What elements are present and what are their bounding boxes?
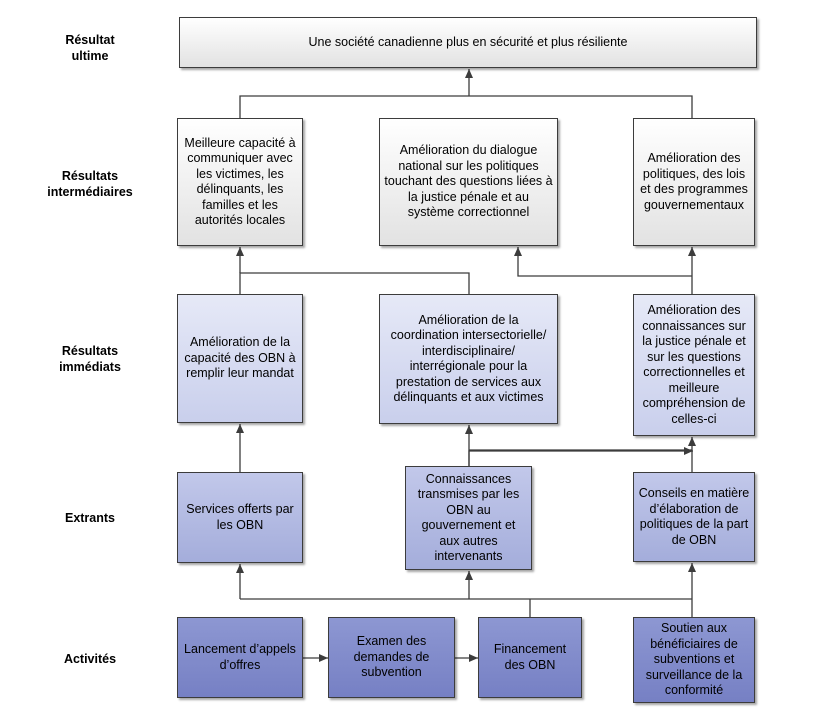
level-label-activities: Activités [63, 652, 117, 666]
box-intermediate-2: Amélioration du dialogue national sur le… [379, 118, 558, 246]
box-activity-2: Examen des demandes de subvention [328, 617, 455, 698]
box-immediate-3: Amélioration des connaissances sur la ju… [633, 294, 755, 436]
level-label-intermediate: Résultats intermédiaires [47, 169, 133, 199]
box-immediate-2: Amélioration de la coordination intersec… [379, 294, 558, 424]
box-intermediate-3: Amélioration des politiques, des lois et… [633, 118, 755, 246]
box-output-2: Connaissances transmises par les OBN au … [405, 466, 532, 570]
box-output-1: Services offerts par les OBN [177, 472, 303, 563]
box-intermediate-1: Meilleure capacité à communiquer avec le… [177, 118, 303, 246]
box-activity-4: Soutien aux bénéficiaires de subventions… [633, 617, 755, 703]
box-immediate-1: Amélioration de la capacité des OBN à re… [177, 294, 303, 423]
box-output-3: Conseils en matière d’élaboration de pol… [633, 472, 755, 562]
level-label-outputs: Extrants [64, 511, 116, 525]
box-ultimate-outcome: Une société canadienne plus en sécurité … [179, 17, 757, 68]
box-activity-3: Financement des OBN [478, 617, 582, 698]
level-label-ultimate: Résultat ultime [65, 33, 115, 63]
box-activity-1: Lancement d’appels d’offres [177, 617, 303, 698]
level-label-immediate: Résultats immédiats [59, 344, 121, 374]
